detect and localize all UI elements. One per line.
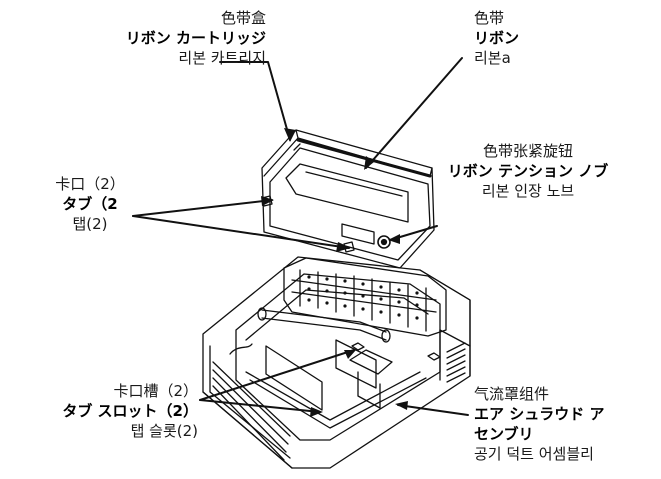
label-tab-slot-ko: 탭 슬롯(2) <box>130 422 198 440</box>
label-ribbon-tension-knob: 色带张紧旋钮 リボン テンション ノブ 리본 인장 노브 <box>420 141 636 201</box>
label-tab-ja: タブ（2 <box>62 195 118 213</box>
label-tension-knob-ja: リボン テンション ノブ <box>447 162 609 180</box>
label-ribbon: 色带 リボン 리본a <box>474 8 519 68</box>
callout-tab-slot-1 <box>199 349 355 401</box>
label-tension-knob-ko: 리본 인장 노브 <box>481 182 575 200</box>
label-tab-slot-zh: 卡口槽（2） <box>113 382 198 400</box>
callout-tab-1 <box>132 199 273 217</box>
label-air-shroud-ko: 공기 덕트 어셈블리 <box>474 445 594 463</box>
label-tab-slot-ja: タブ スロット（2） <box>62 402 198 420</box>
printer-body <box>202 256 471 469</box>
callout-tab-slot-2 <box>199 399 321 413</box>
grille-perforations <box>307 275 419 320</box>
label-air-shroud-ja-1: エア シュラウド ア <box>474 405 605 423</box>
callout-ribbon-cartridge <box>219 61 291 141</box>
callout-lines <box>132 57 469 416</box>
label-tension-knob-zh: 色带张紧旋钮 <box>482 142 573 160</box>
callout-tab-2 <box>132 215 350 249</box>
callout-air-shroud <box>397 404 469 416</box>
label-ribbon-cartridge-zh: 色带盒 <box>220 9 266 27</box>
label-tab-ko: 탭(2) <box>72 215 108 233</box>
label-air-shroud-assembly: 气流罩组件 エア シュラウド ア センブリ 공기 덕트 어셈블리 <box>474 384 604 464</box>
label-tab: 卡口（2） タブ（2 탭(2) <box>40 174 140 234</box>
label-air-shroud-ja-2: センブリ <box>474 425 534 443</box>
label-ribbon-cartridge: 色带盒 リボン カートリッジ 리본 카트리지 <box>120 8 266 68</box>
label-tab-slot: 卡口槽（2） タブ スロット（2） 탭 슬롯(2) <box>20 381 198 441</box>
label-ribbon-ko: 리본a <box>474 49 511 67</box>
label-ribbon-zh: 色带 <box>474 9 505 27</box>
ribbon-tension-knob <box>377 235 391 249</box>
label-tab-zh: 卡口（2） <box>55 175 125 193</box>
callout-ribbon <box>365 57 463 169</box>
label-ribbon-cartridge-ja: リボン カートリッジ <box>125 29 266 47</box>
arrowheads <box>261 128 408 417</box>
label-ribbon-ja: リボン <box>474 29 520 47</box>
label-air-shroud-zh: 气流罩组件 <box>474 385 550 403</box>
label-ribbon-cartridge-ko: 리본 카트리지 <box>178 49 266 67</box>
